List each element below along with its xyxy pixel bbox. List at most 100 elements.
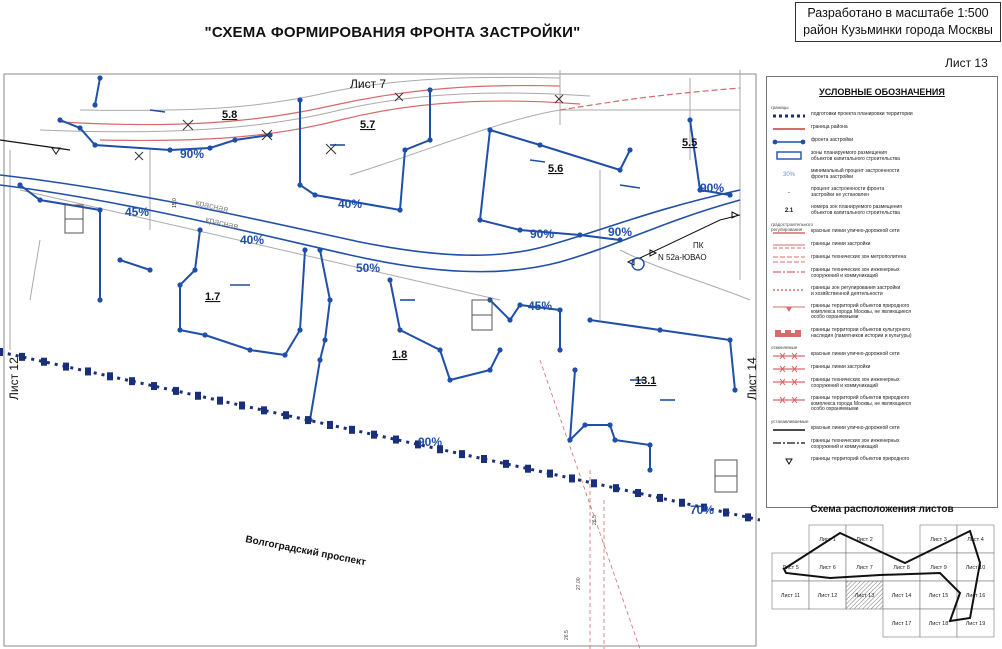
boundary-square [393,435,399,444]
pct-label: 45% [528,299,552,313]
front-dot [232,137,238,143]
legend-item: красные линии улично-дорожной сети [771,228,997,239]
front-dot [517,302,523,308]
boundary-square [195,391,201,400]
red-lines [59,84,741,142]
pct-label: 40% [240,233,264,247]
legend-item-text: подготовки проекта планировки территории [811,111,913,117]
legend-item-text: границы технических зон инженерных соору… [811,438,900,450]
bottom-boundary [0,350,760,522]
svg-text:Лист 13: Лист 13 [855,593,875,599]
legend-symbol [773,306,805,312]
sheet-link-top[interactable]: Лист 7 [350,77,386,91]
front-dot [647,442,653,448]
pct-label: 50% [356,261,380,275]
legend-symbol [773,442,805,444]
svg-text:Лист 11: Лист 11 [781,593,800,599]
pct-label: 90% [180,147,204,161]
legend-item: границы территории объектов культурного … [771,327,997,338]
legend-group-header: градостроительного регулирования [771,222,813,232]
boundary-square [415,440,421,449]
boundary-square [437,445,443,454]
legend-item: красные линии улично-дорожной сети [771,425,997,436]
main-road-lines [0,174,741,273]
sheet-link-right[interactable]: Лист 14 [745,357,759,400]
boundary-square [41,357,47,366]
legend-item: зоны планируемого размещения объектов ка… [771,150,997,161]
sheet-cell[interactable]: Лист 19 [956,608,995,638]
red-line-label-1: красная [195,197,230,214]
sheet-cell[interactable]: Лист 2 [845,524,884,554]
front-dot [207,145,213,151]
legend-item-text: границы линии застройки [811,364,871,370]
front-dot [297,327,303,333]
front-dot [147,267,153,273]
front-dot [427,87,433,93]
front-dot [282,352,288,358]
boundary-square [239,401,245,410]
boundary-square [701,503,707,512]
legend-item-text: граница района [811,124,848,130]
svg-text:Лист 8: Лист 8 [893,565,910,571]
svg-text:2.1: 2.1 [785,208,794,214]
legend-item: фронта застройки [771,137,997,148]
legend-symbol [773,232,805,234]
sheet-cell[interactable]: Лист 17 [882,608,921,638]
zone-5-7: 5.7 [360,119,375,131]
front-dot [17,182,23,188]
legend-group-header: границы [771,105,789,110]
front-dot [192,267,198,273]
sheet-link-left[interactable]: Лист 12 [7,357,21,400]
front-dot [497,347,503,353]
front-dot [97,75,103,81]
front-dot [317,247,323,253]
boundary-square [151,382,157,391]
sheet-cell[interactable]: Лист 16 [956,580,995,610]
boundary-square [371,430,377,439]
sheet-cell[interactable]: Лист 14 [882,580,921,610]
front-dot [387,277,393,283]
sheet-cell[interactable]: Лист 9 [919,552,958,582]
sheet-cell[interactable]: Лист 13 [845,580,884,610]
svg-text:Лист 6: Лист 6 [819,565,836,571]
boundary-square [635,489,641,498]
front-dot [37,197,43,203]
legend-item: границы территорий объектов природного к… [771,395,997,412]
percent-labels: 90% 45% 40% 40% 90% 90% 90% 50% 45% 90% … [125,147,724,517]
legend-item-text: границы технических зон инженерных соору… [811,377,900,389]
sheet-scheme-grid[interactable]: Лист 1 Лист 2 Лист 3 Лист 4 Лист 5 Лист … [770,523,1000,645]
sheet-cell[interactable]: Лист 18 [919,608,958,638]
front-dot [177,282,183,288]
red-line-label-2: красная [205,214,240,231]
svg-text:Лист 3: Лист 3 [930,537,947,543]
front-dot [327,297,333,303]
sheet-cell[interactable]: Лист 8 [882,552,921,582]
svg-text:Лист 7: Лист 7 [856,565,873,571]
legend-item-text: красные линии улично-дорожной сети [811,228,900,234]
front-dot [92,142,98,148]
legend-item: границы технических зон инженерных соору… [771,438,997,449]
legend-item: границы технических зон инженерных соору… [771,267,997,278]
sheet-cell[interactable]: Лист 12 [808,580,847,610]
pk-number: N 52а-ЮВАО [658,253,707,262]
boundary-square [723,508,729,517]
sheet-cell[interactable]: Лист 10 [956,552,995,582]
boundary-square [19,352,25,361]
front-dot [302,247,308,253]
legend-item: границы линии застройки [771,241,997,252]
plan-map[interactable]: 26.5 27.00 26.5 красная красная 15,0 [0,70,760,649]
front-dot [427,137,433,143]
front-dot [582,422,588,428]
legend-item: 2.1 номера зон планируемого размещения об… [771,204,997,215]
front-dot [487,127,493,133]
front-dot [397,327,403,333]
legend-item-text: номера зон планируемого размещения объек… [811,204,903,216]
legend-group-header: устанавливаемые [771,419,809,424]
front-dot [572,367,578,373]
zone-1-7: 1.7 [205,291,220,303]
sheet-cell[interactable]: Лист 3 [919,524,958,554]
legend-symbol [773,271,805,273]
legend-item-text: фронта застройки [811,137,854,143]
sheet-cell[interactable]: Лист 11 [771,580,810,610]
front-dot [317,357,323,363]
